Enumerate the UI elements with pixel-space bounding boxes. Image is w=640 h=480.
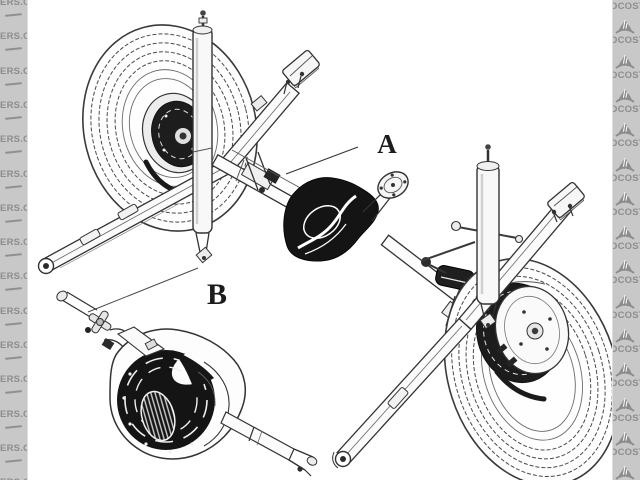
- watermark-text-fragment: OCOST: [613, 378, 640, 390]
- watermark-dash: [4, 287, 23, 292]
- watermark-text-fragment: OCOST: [613, 344, 640, 355]
- axle-tube-inset: [220, 411, 318, 477]
- watermark-strip-right: OCOST OCOST OCOST OCOST OCOST OCOST OCOST OCOST…: [612, 0, 640, 480]
- watermark-text-fragment: DERS.C: [0, 442, 27, 454]
- left-wheel: [82, 24, 258, 232]
- watermark-text-fragment: OCOST: [613, 35, 640, 47]
- watermark-text-fragment: DERS.C: [0, 374, 27, 386]
- locost-logo-icon: [615, 88, 635, 103]
- locost-logo-icon: [615, 191, 635, 206]
- shackle-block-left: [250, 49, 320, 112]
- pinion-flange: [377, 171, 409, 199]
- label-a: A: [377, 129, 397, 159]
- watermark-text-fragment: OCOST: [613, 275, 640, 287]
- locost-logo-icon: [615, 123, 635, 138]
- watermark-dash: [4, 13, 23, 18]
- label-b: B: [207, 278, 227, 311]
- watermark-text-fragment: OCOST: [613, 103, 640, 115]
- watermark-text-fragment: DERS.C: [0, 31, 27, 43]
- watermark-dash: [4, 356, 23, 361]
- propshaft-yoke: [56, 290, 131, 351]
- watermark-text-fragment: DERS.C: [0, 168, 27, 180]
- watermark-dash: [4, 321, 23, 326]
- shock-absorber-right: [420, 144, 524, 330]
- watermark-text-fragment: DERS.C: [0, 65, 27, 77]
- watermark-text-fragment: OCOST: [613, 206, 640, 218]
- watermark-text-fragment: DERS.C: [0, 0, 27, 8]
- leader-line-a: [285, 146, 359, 175]
- watermark-dash: [4, 424, 23, 429]
- watermark-dash: [4, 47, 23, 52]
- watermark-text-fragment: OCOST: [613, 69, 640, 81]
- locost-logo-icon: [615, 157, 635, 172]
- watermark-text-fragment: DERS.C: [0, 237, 27, 249]
- locost-logo-icon: [615, 260, 635, 275]
- watermark-text-fragment: DERS.C: [0, 99, 27, 111]
- watermark-text-fragment: DERS.C: [0, 478, 27, 480]
- leaf-spring-left: [37, 49, 320, 275]
- watermark-strip-left: DERS.C DERS.C DERS.C DERS.C DERS.C DERS.C DERS…: [0, 0, 28, 480]
- shackle-block-right: [547, 181, 585, 223]
- locost-logo-icon: [615, 20, 635, 35]
- watermark-dash: [4, 459, 23, 463]
- locost-logo-icon: [615, 431, 635, 446]
- watermark-dash: [4, 81, 23, 86]
- watermark-dash: [4, 390, 23, 395]
- differential-housing: [283, 171, 409, 262]
- watermark-text-fragment: DERS.C: [0, 408, 27, 420]
- shock-absorber-left: [192, 10, 213, 264]
- watermark-text-fragment: OCOST: [613, 446, 640, 458]
- locost-logo-icon: [615, 397, 635, 412]
- watermark-text-fragment: OCOST: [613, 172, 640, 184]
- watermark-text-fragment: DERS.C: [0, 271, 27, 283]
- watermark-dash: [4, 116, 23, 120]
- watermark-text-fragment: DERS.C: [0, 134, 27, 146]
- locost-logo-icon: [615, 226, 635, 240]
- locost-logo-icon: [615, 363, 635, 378]
- watermark-text-fragment: OCOST: [613, 138, 640, 150]
- watermark-text-fragment: DERS.C: [0, 340, 27, 351]
- locost-logo-icon: [615, 466, 635, 480]
- watermark-dash: [4, 253, 23, 258]
- watermark-text-fragment: DERS.C: [0, 202, 27, 214]
- locost-logo-icon: [615, 328, 635, 343]
- watermark-dash: [4, 150, 23, 155]
- watermark-text-fragment: OCOST: [613, 412, 640, 424]
- watermark-dash: [4, 184, 23, 189]
- right-brake-drum: [475, 281, 570, 402]
- watermark-text-fragment: OCOST: [613, 1, 640, 12]
- locost-logo-icon: [615, 294, 635, 309]
- watermark-dash: [4, 218, 23, 223]
- diff-inset-b: [56, 267, 318, 477]
- watermark-text-fragment: OCOST: [613, 309, 640, 321]
- locost-logo-icon: [615, 54, 635, 69]
- watermark-text-fragment: OCOST: [613, 241, 640, 253]
- watermark-text-fragment: DERS.C: [0, 305, 27, 317]
